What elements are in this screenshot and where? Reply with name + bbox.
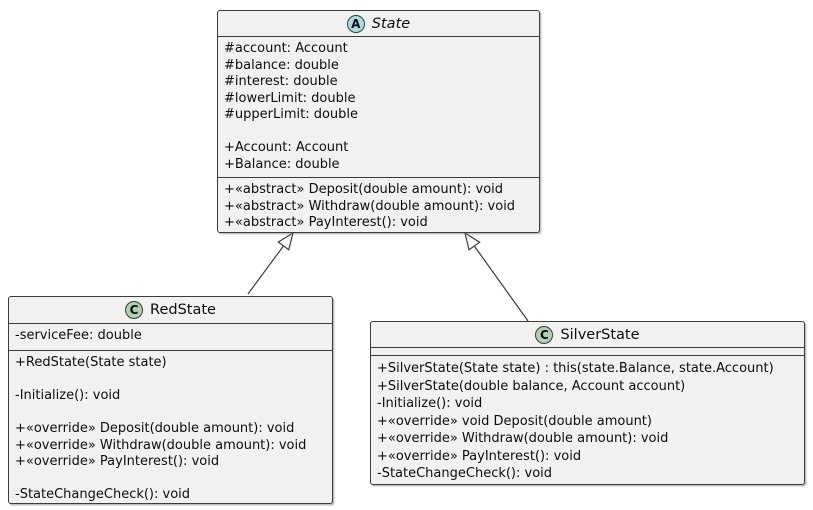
- member-line: +«override» PayInterest(): void: [377, 448, 582, 464]
- member-line: +Balance: double: [224, 156, 340, 172]
- methods-compartment-state: +«abstract» Deposit(double amount): void…: [218, 178, 539, 232]
- class-icon: C: [125, 301, 144, 319]
- member-line: +«override» Withdraw(double amount): voi…: [15, 437, 307, 453]
- member-line: -StateChangeCheck(): void: [15, 487, 191, 502]
- attributes-compartment-silverstate: [371, 348, 804, 356]
- member-line: +RedState(State state): [15, 355, 167, 370]
- class-box-redstate[interactable]: C RedState -serviceFee: double +RedState…: [8, 296, 333, 504]
- member-line: #upperLimit: double: [224, 107, 359, 122]
- member-line: [15, 471, 326, 488]
- member-line: +Account: Account: [224, 140, 349, 155]
- inheritance-arrow-redstate-to-state: [247, 231, 294, 295]
- member-line: #interest: double: [224, 74, 338, 89]
- class-name: SilverState: [560, 326, 640, 343]
- member-line: +«override» Withdraw(double amount): voi…: [377, 431, 669, 446]
- member-line: +«override» Deposit(double amount): void: [15, 421, 295, 436]
- member-line: +«override» PayInterest(): void: [15, 454, 220, 469]
- member-line: +SilverState(double balance, Account acc…: [377, 378, 686, 394]
- class-box-silverstate[interactable]: C SilverState +SilverState(State state) …: [370, 321, 805, 485]
- class-header-silverstate: C SilverState: [371, 322, 804, 348]
- methods-compartment-silverstate: +SilverState(State state) : this(state.B…: [371, 356, 804, 484]
- member-line: +«abstract» Deposit(double amount): void: [224, 182, 504, 197]
- member-line: -Initialize(): void: [15, 388, 121, 403]
- member-line: +«override» void Deposit(double amount): [377, 413, 652, 429]
- inheritance-arrow-silverstate-to-state: [464, 231, 529, 322]
- member-line: +«abstract» PayInterest(): void: [224, 215, 428, 230]
- member-line: [15, 405, 326, 422]
- class-name: State: [371, 15, 411, 32]
- member-line: [224, 124, 533, 141]
- member-line: -Initialize(): void: [377, 396, 483, 411]
- member-line: [15, 372, 326, 389]
- abstract-class-icon: A: [346, 14, 365, 33]
- member-line: #lowerLimit: double: [224, 90, 356, 106]
- member-line: -serviceFee: double: [15, 328, 142, 343]
- member-line: #balance: double: [224, 57, 339, 73]
- class-header-state: A State: [218, 11, 539, 37]
- member-line: #account: Account: [224, 41, 348, 56]
- class-box-state[interactable]: A State #account: Account#balance: doubl…: [217, 10, 540, 233]
- class-header-redstate: C RedState: [9, 297, 332, 324]
- attributes-compartment-redstate: -serviceFee: double: [9, 324, 332, 351]
- attributes-compartment-state: #account: Account#balance: double#intere…: [218, 37, 539, 178]
- methods-compartment-redstate: +RedState(State state) -Initialize(): vo…: [9, 351, 332, 503]
- member-line: +SilverState(State state) : this(state.B…: [377, 361, 774, 376]
- member-line: +«abstract» Withdraw(double amount): voi…: [224, 198, 516, 214]
- member-line: -StateChangeCheck(): void: [377, 466, 553, 481]
- class-icon: C: [535, 325, 554, 344]
- class-name: RedState: [150, 302, 216, 318]
